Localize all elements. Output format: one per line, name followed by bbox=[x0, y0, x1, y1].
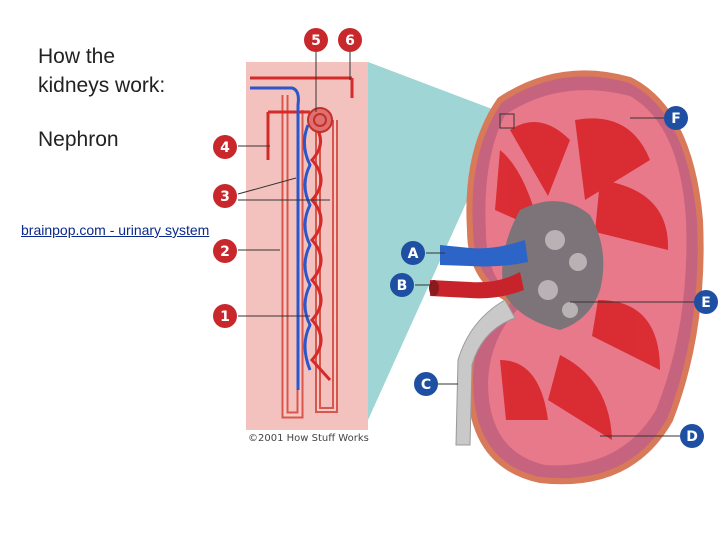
blue-capillary bbox=[250, 86, 312, 390]
label-5: 5 bbox=[304, 28, 328, 52]
nephron-label-lines bbox=[237, 52, 351, 317]
label-A-text: A bbox=[408, 246, 419, 262]
nephron-tubule-inner bbox=[283, 95, 302, 417]
label-C: C bbox=[414, 372, 438, 396]
label-E-text: E bbox=[701, 295, 711, 311]
brainpop-link[interactable]: brainpop.com - urinary system bbox=[19, 222, 212, 238]
zoom-box bbox=[499, 113, 515, 129]
label-2-text: 2 bbox=[220, 244, 230, 260]
label-C-text: C bbox=[421, 377, 431, 393]
label-F-text: F bbox=[671, 111, 681, 127]
calyces bbox=[538, 230, 587, 318]
zoom-projection bbox=[368, 62, 500, 420]
label-3-text: 3 bbox=[220, 189, 230, 205]
label-D: D bbox=[680, 424, 704, 448]
renal-artery bbox=[430, 272, 524, 299]
label-A: A bbox=[401, 241, 425, 265]
red-capillary bbox=[250, 76, 354, 382]
copyright-notice: ©2001 How Stuff Works bbox=[248, 433, 369, 444]
glomerulus bbox=[307, 107, 333, 133]
ureter bbox=[455, 299, 516, 446]
renal-vein bbox=[440, 240, 528, 267]
label-6-text: 6 bbox=[345, 33, 355, 49]
nephron-panel bbox=[246, 62, 368, 430]
page-subtitle: Nephron bbox=[38, 128, 119, 151]
label-B: B bbox=[390, 273, 414, 297]
label-1: 1 bbox=[213, 304, 237, 328]
label-4: 4 bbox=[213, 135, 237, 159]
renal-pelvis bbox=[502, 201, 604, 330]
page-title: How the kidneys work: bbox=[38, 45, 166, 97]
kidney-label-lines bbox=[415, 117, 696, 437]
label-5-text: 5 bbox=[311, 33, 321, 49]
bowman-capsule bbox=[313, 113, 327, 127]
label-4-text: 4 bbox=[220, 140, 230, 156]
label-6: 6 bbox=[338, 28, 362, 52]
label-B-text: B bbox=[397, 278, 408, 294]
label-3: 3 bbox=[213, 184, 237, 208]
label-D-text: D bbox=[686, 429, 698, 445]
label-F: F bbox=[664, 106, 688, 130]
label-1-text: 1 bbox=[220, 309, 230, 325]
label-2: 2 bbox=[213, 239, 237, 263]
label-E: E bbox=[694, 290, 718, 314]
